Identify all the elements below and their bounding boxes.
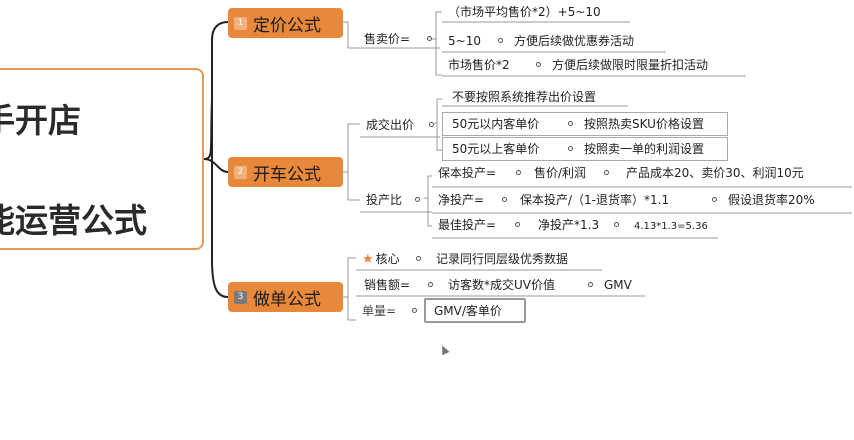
roi-node[interactable]: 售价/利润 [534, 166, 587, 180]
roi-note[interactable]: 假设退货率20% [728, 193, 815, 207]
collapse-dot-icon[interactable] [428, 282, 433, 287]
sales-expression-node[interactable]: 访客数*成交UV价值 [448, 278, 555, 292]
collapse-dot-icon[interactable] [516, 170, 521, 175]
deal-bid-note[interactable]: 按照热卖SKU价格设置 [584, 117, 704, 131]
deal-bid-row[interactable] [442, 112, 728, 136]
collapse-dot-icon[interactable] [614, 222, 619, 227]
core-label: 核心 [375, 252, 400, 266]
pricing-option-node[interactable]: 市场售价*2 [448, 58, 510, 72]
collapse-dot-icon[interactable] [568, 146, 573, 151]
pricing-option-note[interactable]: 方便后续做限时限量折扣活动 [552, 58, 709, 72]
collapse-dot-icon[interactable] [427, 36, 432, 41]
branch-number-badge: 2 [234, 165, 247, 179]
star-icon: ★ [362, 252, 374, 267]
roi-node[interactable]: 净投产*1.3 [538, 218, 600, 232]
collapse-dot-icon[interactable] [604, 170, 609, 175]
deal-bid-node[interactable]: 50元以上客单价 [452, 142, 540, 156]
pricing-label[interactable]: 售卖价= [364, 32, 411, 46]
collapse-dot-icon[interactable] [588, 282, 593, 287]
branch-number-badge: 1 [234, 16, 247, 30]
roi-label[interactable]: 投产比 [366, 193, 403, 207]
deal-bid-note[interactable]: 按照卖一单的利润设置 [584, 142, 705, 156]
root-title-line1: 手开店 [0, 101, 81, 140]
collapse-dot-icon[interactable] [429, 122, 434, 127]
collapse-dot-icon[interactable] [712, 197, 717, 202]
roi-node[interactable]: 保本投产= [438, 166, 497, 180]
branch-driving-formula[interactable]: 2 开车公式 [228, 157, 343, 187]
unit-label[interactable]: 单量= [362, 304, 397, 318]
collapse-dot-icon[interactable] [415, 197, 420, 202]
sales-result-node[interactable]: GMV [604, 278, 632, 292]
pricing-option-node[interactable]: 5~10 [448, 34, 481, 48]
branch-label: 定价公式 [253, 15, 321, 36]
unit-expression-text: GMV/客单价 [434, 304, 502, 318]
branch-order-formula[interactable]: 3 做单公式 [228, 282, 343, 312]
deal-bid-label[interactable]: 成交出价 [366, 118, 415, 132]
roi-note[interactable]: 产品成本20、卖价30、利润10元 [626, 166, 804, 180]
collapse-dot-icon[interactable] [502, 197, 507, 202]
branch-label: 做单公式 [253, 289, 321, 310]
collapse-dot-icon[interactable] [498, 38, 503, 43]
pricing-formula-node[interactable]: （市场平均售价*2）+5~10 [448, 5, 601, 19]
collapse-dot-icon[interactable] [412, 308, 417, 313]
collapse-dot-icon[interactable] [416, 256, 421, 261]
branch-pricing-formula[interactable]: 1 定价公式 [228, 8, 343, 38]
branch-number-badge: 3 [234, 290, 247, 304]
core-node[interactable]: ★核心 [362, 251, 400, 268]
core-text-node[interactable]: 记录同行同层级优秀数据 [436, 252, 569, 266]
root-node[interactable]: 手开店 能运营公式 [0, 68, 204, 250]
roi-node[interactable]: 净投产= [438, 193, 485, 207]
branch-label: 开车公式 [253, 164, 321, 185]
root-title-line2: 能运营公式 [0, 201, 147, 240]
deal-bid-row[interactable] [442, 137, 728, 161]
deal-bid-node[interactable]: 不要按照系统推荐出价设置 [452, 90, 597, 104]
pricing-option-note[interactable]: 方便后续做优惠券活动 [514, 34, 635, 48]
collapse-dot-icon[interactable] [568, 121, 573, 126]
collapse-dot-icon[interactable] [536, 62, 541, 67]
unit-expression-node[interactable]: GMV/客单价 [424, 298, 526, 323]
roi-node[interactable]: 最佳投产= [438, 218, 497, 232]
collapse-dot-icon[interactable] [515, 222, 520, 227]
roi-note[interactable]: 4.13*1.3=5.36 [634, 221, 708, 232]
deal-bid-node[interactable]: 50元以内客单价 [452, 117, 540, 131]
roi-node[interactable]: 保本投产/（1-退货率）*1.1 [520, 193, 670, 207]
sales-label[interactable]: 销售额= [364, 278, 411, 292]
